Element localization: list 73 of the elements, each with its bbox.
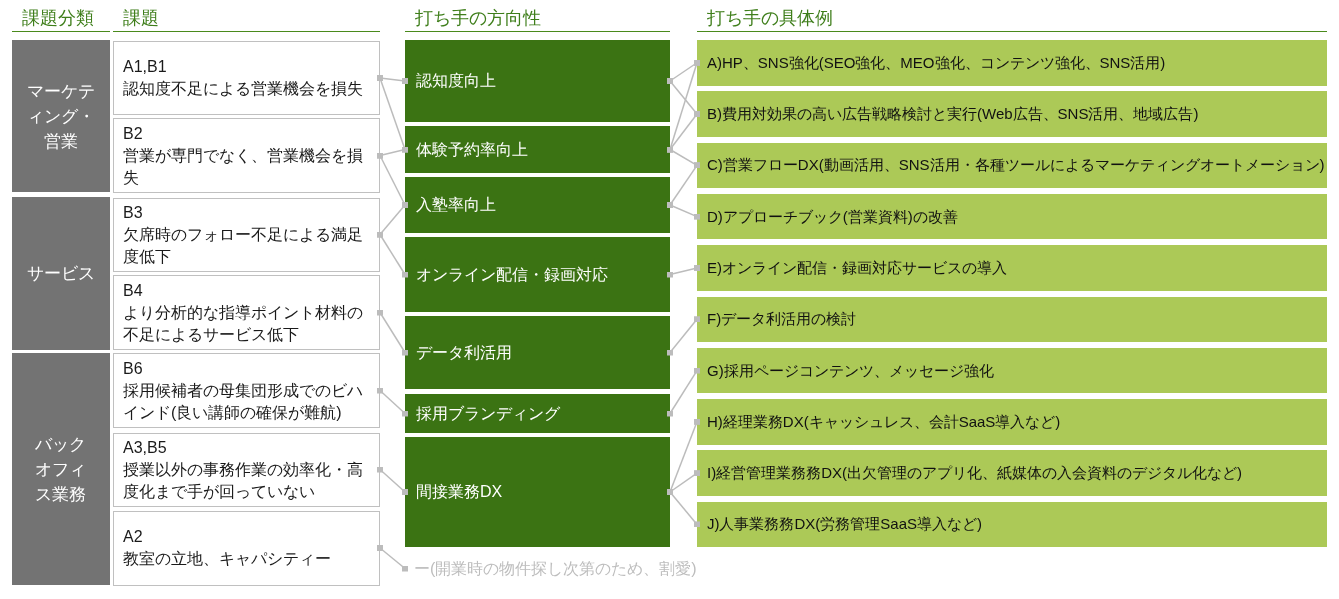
connector-line	[667, 316, 700, 356]
issue-code: B4	[123, 280, 143, 301]
connector-line	[667, 264, 700, 278]
measure-box	[697, 245, 1327, 291]
issue-box	[113, 432, 380, 507]
direction-box	[405, 177, 670, 233]
issue-description: より分析的な指導ポイント材料の不足によるサービス低下	[123, 302, 364, 345]
connector-line	[377, 309, 408, 356]
issue-code: B6	[123, 358, 143, 379]
measure-box	[697, 40, 1327, 86]
connector-line	[377, 466, 408, 495]
issue-box	[113, 41, 380, 115]
measure-box	[697, 450, 1327, 496]
issue-box	[113, 510, 380, 586]
issue-description: 授業以外の事務作業の効率化・高度化まで手が回っていない	[123, 459, 364, 502]
measure-label: C)営業フローDX(動画活用、SNS活用・各種ツールによるマーケティングオートメーション)	[707, 155, 1325, 176]
column-header: 打ち手の方向性	[415, 7, 541, 29]
direction-box	[405, 237, 670, 312]
direction-box	[405, 394, 670, 433]
category-label: サービス	[27, 263, 95, 285]
measure-box	[697, 142, 1327, 189]
issue-description: 欠席時のフォロー不足による満足度低下	[123, 224, 364, 267]
measure-box	[697, 501, 1327, 548]
direction-label: 間接業務DX	[416, 482, 503, 502]
measure-box	[697, 347, 1327, 394]
direction-label: 認知度向上	[416, 71, 496, 91]
issue-description: 認知度不足による営業機会を損失	[123, 79, 363, 99]
category-box	[12, 40, 110, 192]
direction-label: データ利活用	[416, 342, 512, 363]
measure-box	[697, 193, 1327, 240]
issue-code: A3,B5	[123, 437, 167, 458]
direction-box	[405, 40, 670, 122]
measure-label: E)オンライン配信・録画対応サービスの導入	[707, 257, 1007, 278]
issue-description: 採用候補者の母集団形成でのビハインド(良い講師の確保が難航)	[123, 380, 364, 423]
connector-line	[667, 367, 700, 417]
category-box	[12, 353, 110, 585]
direction-label: 体験予約率向上	[416, 139, 528, 160]
issue-box	[113, 197, 380, 272]
connector-line	[377, 545, 408, 572]
note-text: ー(開業時の物件探し次第のため、割愛)	[405, 558, 697, 579]
issue-code: B2	[123, 123, 143, 144]
direction-label: 採用ブランディング	[416, 403, 560, 424]
column-header: 課題	[123, 7, 159, 29]
issue-description: 営業が専門でなく、営業機会を損失	[123, 145, 364, 188]
measure-box	[697, 296, 1327, 342]
measure-label: F)データ利活用の検討	[707, 309, 857, 330]
measure-box	[697, 91, 1327, 137]
issue-description: 教室の立地、キャパシティー	[123, 549, 331, 569]
measure-box	[697, 399, 1327, 445]
direction-box	[405, 437, 670, 547]
issue-box	[113, 275, 380, 350]
issue-code: A1,B1	[123, 57, 167, 77]
category-label: マーケティング・営業	[26, 80, 96, 153]
category-label: バックオフィス業務	[34, 433, 88, 506]
issue-code: A2	[123, 527, 143, 547]
issue-box	[113, 118, 380, 193]
issue-box	[113, 353, 380, 428]
measure-label: B)費用対効果の高い広告戦略検討と実行(Web広告、SNS活用、地域広告)	[707, 104, 1199, 125]
measure-label: H)経理業務DX(キャッシュレス、会計SaaS導入など)	[707, 411, 1061, 432]
direction-label: オンライン配信・録画対応	[416, 264, 608, 285]
measure-label: D)アプローチブック(営業資料)の改善	[707, 206, 958, 227]
direction-label: 入塾率向上	[416, 195, 496, 215]
measure-label: G)採用ページコンテンツ、メッセージ強化	[707, 360, 994, 381]
measure-label: A)HP、SNS強化(SEO強化、MEO強化、コンテンツ強化、SNS活用)	[707, 52, 1166, 73]
direction-box	[405, 316, 670, 389]
issue-code: B3	[123, 202, 143, 223]
category-box	[12, 197, 110, 350]
connector-line	[377, 387, 408, 417]
column-header: 課題分類	[22, 7, 94, 29]
column-header: 打ち手の具体例	[707, 7, 833, 29]
measure-label: I)経営管理業務務DX(出欠管理のアプリ化、紙媒体の入会資料のデジタル化など)	[707, 463, 1242, 484]
direction-box	[405, 126, 670, 173]
measure-label: J)人事業務務DX(労務管理SaaS導入など)	[707, 514, 983, 535]
